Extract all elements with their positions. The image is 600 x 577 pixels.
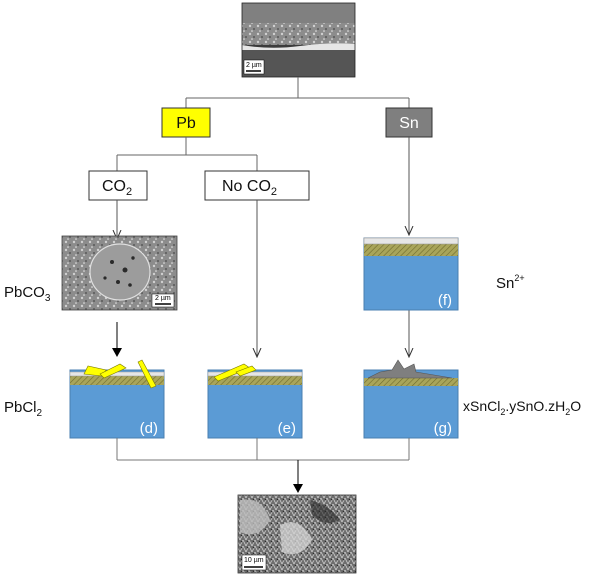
pbcl2-crystal [137,359,157,389]
panel-e-label: (e) [278,420,296,437]
tin-corrosion-product [367,359,453,379]
panel-f: (f) [363,237,459,311]
pbcl2-crystal [99,363,127,379]
panel-e: (e) [207,363,303,439]
no-co2-condition-box: No CO2 [204,170,310,201]
no-co2-label: No CO2 [222,178,277,198]
panel-g-label: (g) [434,420,452,437]
connector-top [185,77,410,108]
bottom-scale-bar-label: 10 µm [244,557,264,564]
pbcl2-crystal [235,365,257,377]
panel-g: (g) [363,359,459,439]
sn2plus-side-label: Sn2+ [496,273,525,292]
panel-f-label: (f) [438,292,452,309]
panel-d: (d) [69,359,165,439]
panel-d-label: (d) [140,420,158,437]
sn-branch-box: Sn [385,107,433,138]
connector-bottom [116,438,410,461]
pb-branch-box: Pb [161,107,211,138]
pbco3-sem-image: 2 µm [61,235,178,311]
co2-label: CO2 [102,178,132,198]
co2-condition-box: CO2 [88,170,148,201]
pbco3-side-label: PbCO3 [4,284,51,304]
sn-label: Sn [399,115,419,132]
tin-product-side-label: xSnCl2.ySnO.zH2O [463,398,581,417]
connector-pb-split [116,137,258,171]
top-scale-bar-label: 2 µm [246,62,262,69]
bottom-sem-image: 10 µm [237,494,357,574]
pbco3-scale-bar-label: 2 µm [155,295,171,302]
pbcl2-side-label: PbCl2 [4,399,43,419]
pb-label: Pb [176,115,196,132]
top-sem-image: 2 µm [241,2,356,78]
